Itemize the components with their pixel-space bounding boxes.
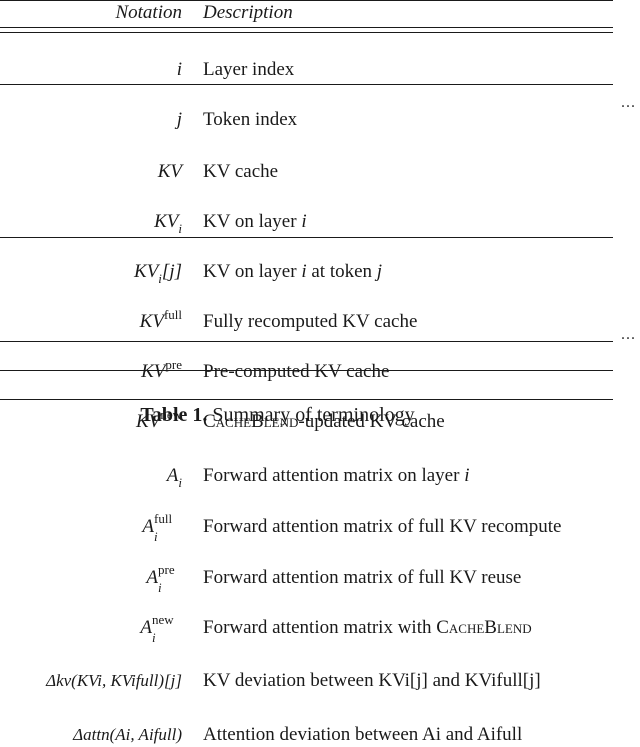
group-rule bbox=[0, 237, 613, 238]
description-tail: at token bbox=[306, 261, 377, 282]
header-notation: Notation bbox=[115, 2, 182, 23]
description-text: Forward attention matrix with bbox=[203, 617, 437, 638]
description-cell: KV cache bbox=[203, 161, 279, 182]
description-cell: CacheBlend-updated KV cache bbox=[203, 409, 445, 434]
notation-cell: KVpre bbox=[141, 357, 182, 385]
description-text: -updated KV cache bbox=[298, 411, 445, 432]
notation-cell: i bbox=[176, 59, 182, 80]
notation-sub: i bbox=[154, 529, 158, 544]
notation-base: A bbox=[146, 567, 158, 588]
notation-sub: i bbox=[158, 271, 162, 286]
notation-base: KV bbox=[141, 361, 166, 382]
notation-cell: KVi[j] bbox=[134, 259, 182, 286]
group-rule bbox=[0, 341, 613, 342]
description-var: j bbox=[376, 261, 383, 282]
table-caption: Table 1. Summary of terminology bbox=[0, 402, 555, 428]
table-header: Notation Description bbox=[0, 0, 613, 25]
caption-text: Summary of terminology bbox=[207, 404, 415, 426]
description-cell: KV on layer i bbox=[203, 209, 307, 234]
notation-base: A bbox=[140, 617, 152, 638]
notation-cell: KV bbox=[157, 161, 182, 182]
description-cell: Token index bbox=[203, 109, 298, 130]
notation-cell: Δkv(KVi, KVifull)[j] bbox=[46, 671, 182, 690]
ellipsis-top: ... bbox=[621, 94, 636, 111]
description-cell: Layer index bbox=[203, 59, 295, 80]
bottom-rule bbox=[0, 399, 613, 400]
description-text: KV on layer bbox=[203, 261, 302, 282]
system-name: CacheBlend bbox=[436, 617, 532, 638]
caption-label: Table 1. bbox=[140, 404, 208, 426]
table-row: Δkv(KVi, KVifull)[j] KV deviation betwee… bbox=[0, 668, 613, 693]
table-row: Ai Forward attention matrix on layer i bbox=[0, 463, 613, 490]
notation-sup: pre bbox=[165, 357, 182, 372]
description-text: Forward attention matrix on layer bbox=[203, 465, 465, 486]
table-row: KVnew CacheBlend-updated KV cache bbox=[0, 407, 613, 435]
description-cell: Fully recomputed KV cache bbox=[203, 311, 418, 332]
notation-cell: Δattn(Ai, Aifull) bbox=[73, 725, 182, 744]
system-name: CacheBlend bbox=[203, 411, 299, 432]
top-rule bbox=[0, 0, 613, 1]
notation-sub: i bbox=[178, 475, 182, 490]
notation-base: KV bbox=[134, 261, 159, 282]
header-rule-2 bbox=[0, 32, 613, 33]
notation-sup: new bbox=[160, 407, 182, 422]
table-row: KV KV cache bbox=[0, 159, 613, 184]
table-row: i Layer index bbox=[0, 57, 613, 82]
description-cell: Forward attention matrix on layer i bbox=[203, 463, 469, 488]
description-text: KV on layer bbox=[203, 211, 302, 232]
group-rule bbox=[0, 370, 613, 371]
table-row: KVi KV on layer i bbox=[0, 209, 613, 236]
notation-cell: KVi bbox=[154, 209, 182, 236]
header-description: Description bbox=[203, 2, 293, 23]
header-rule-1 bbox=[0, 27, 613, 28]
table-row: KVfull Fully recomputed KV cache bbox=[0, 307, 613, 335]
description-cell: Forward attention matrix of full KV reco… bbox=[203, 516, 562, 537]
notation-sub: i bbox=[152, 630, 156, 645]
table-row: KVi[j] KV on layer i at token j bbox=[0, 259, 613, 286]
description-var: i bbox=[301, 211, 307, 232]
notation-cell: j bbox=[176, 109, 182, 130]
description-var: i bbox=[464, 465, 470, 486]
terminology-table: Notation Description i Layer index j Tok… bbox=[0, 0, 613, 745]
notation-base: KV bbox=[154, 211, 179, 232]
table-row: j Token index bbox=[0, 107, 613, 132]
notation-sub: i bbox=[178, 221, 182, 236]
description-var: i bbox=[301, 261, 307, 282]
notation-sup: full bbox=[163, 307, 182, 322]
notation-cell: KVfull bbox=[139, 307, 182, 335]
notation-base: KV bbox=[136, 411, 161, 432]
table-row: Δattn(Ai, Aifull) Attention deviation be… bbox=[0, 722, 613, 747]
notation-base: A bbox=[166, 465, 179, 486]
notation-cell: KVnew bbox=[136, 407, 182, 435]
description-cell: Forward attention matrix with CacheBlend bbox=[203, 615, 532, 640]
notation-tail: [j] bbox=[161, 261, 182, 282]
description-cell: Pre-computed KV cache bbox=[203, 361, 390, 382]
notation-cell: Ai bbox=[166, 463, 182, 490]
notation-sub: i bbox=[158, 580, 162, 595]
description-cell: KV deviation between KVi[j] and KVifull[… bbox=[203, 670, 541, 691]
description-cell: KV on layer i at token j bbox=[203, 259, 382, 284]
group-rule bbox=[0, 84, 613, 85]
ellipsis-bottom: ... bbox=[621, 326, 636, 343]
description-cell: Forward attention matrix of full KV reus… bbox=[203, 567, 522, 588]
description-cell: Attention deviation between Ai and Aiful… bbox=[203, 724, 523, 745]
notation-base: A bbox=[142, 516, 154, 537]
notation-base: KV bbox=[139, 311, 164, 332]
table-row: KVpre Pre-computed KV cache bbox=[0, 357, 613, 385]
